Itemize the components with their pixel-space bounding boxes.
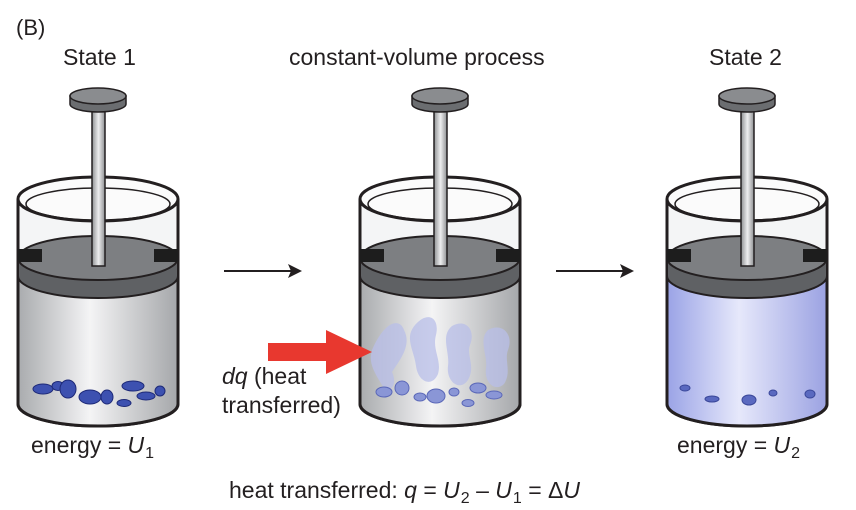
cylinder-state-2 [665,87,829,428]
cylinder-state-1 [16,87,180,428]
piston-knob-3 [718,87,776,113]
cylinder-process [358,87,522,428]
gas-molecules-1 [32,379,166,407]
piston-rod-1 [91,103,106,267]
heat-equation: heat transferred: q = U2 – U1 = ΔU [229,477,581,507]
heat-wisps [370,317,510,390]
piston-knob-1 [69,87,127,113]
energy-label-1: energy = U1 [31,432,155,462]
panel-label: (B) [16,15,46,40]
gas-molecules-process [375,380,503,407]
piston-2 [359,235,521,299]
gas-molecules-2 [679,384,816,406]
state-2-title: State 2 [709,44,782,70]
process-title: constant-volume process [289,44,545,70]
process-arrow-1 [224,264,302,278]
piston-knob-2 [411,87,469,113]
state-1-title: State 1 [63,44,136,70]
heat-arrow [268,330,372,374]
process-arrow-2 [556,264,634,278]
piston-rod-3 [740,103,755,267]
piston-rod-2 [433,103,448,267]
heat-input-label-line2: transferred) [222,392,341,418]
energy-label-2: energy = U2 [677,432,801,462]
heat-input-label: dq (heat [222,363,307,389]
